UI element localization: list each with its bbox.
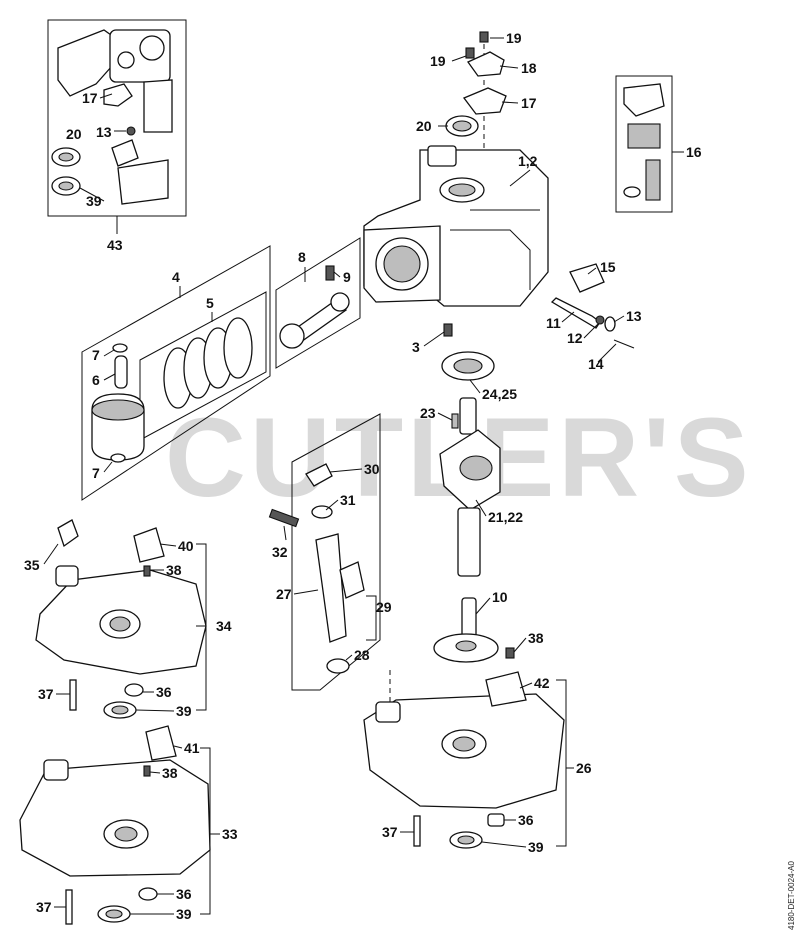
label-19-left: 19 — [430, 53, 446, 69]
label-37-mid: 37 — [382, 824, 398, 840]
label-43: 43 — [107, 237, 123, 253]
dipstick-tube-27 — [268, 413, 381, 691]
label-32: 32 — [272, 544, 288, 560]
label-16: 16 — [686, 144, 702, 160]
label-17-left: 17 — [82, 90, 98, 106]
label-4: 4 — [172, 269, 180, 285]
label-37-upper: 37 — [38, 686, 54, 702]
label-13-right: 13 — [626, 308, 642, 324]
label-31: 31 — [340, 492, 356, 508]
label-36-upper: 36 — [156, 684, 172, 700]
label-5: 5 — [206, 295, 214, 311]
label-39-top: 39 — [86, 193, 102, 209]
crankcase-cover-34 — [35, 519, 207, 719]
label-20-top: 20 — [416, 118, 432, 134]
label-38-lower: 38 — [162, 765, 178, 781]
label-17-top: 17 — [521, 95, 537, 111]
cylinder-block-1-2 — [363, 44, 549, 307]
label-26: 26 — [576, 760, 592, 776]
camshaft-10 — [433, 597, 515, 663]
label-7-bottom: 7 — [92, 465, 100, 481]
label-42: 42 — [534, 675, 550, 691]
label-38-mid: 38 — [528, 630, 544, 646]
label-18: 18 — [521, 60, 537, 76]
label-7-top: 7 — [92, 347, 100, 363]
parts-11-15 — [443, 263, 635, 349]
label-39-mid: 39 — [528, 839, 544, 855]
label-9: 9 — [343, 269, 351, 285]
label-3: 3 — [412, 339, 420, 355]
callout-labels: 19 19 18 17 20 1,2 17 13 20 39 43 16 4 8… — [24, 30, 702, 922]
label-33: 33 — [222, 826, 238, 842]
bearing-24-25 — [441, 351, 495, 381]
label-8: 8 — [298, 249, 306, 265]
label-24-25: 24,25 — [482, 386, 517, 402]
label-6: 6 — [92, 372, 100, 388]
label-35: 35 — [24, 557, 40, 573]
label-38-upper: 38 — [166, 562, 182, 578]
label-37-lower: 37 — [36, 899, 52, 915]
label-10: 10 — [492, 589, 508, 605]
label-41: 41 — [184, 740, 200, 756]
label-39-lower: 39 — [176, 906, 192, 922]
label-27: 27 — [276, 586, 292, 602]
label-12: 12 — [567, 330, 583, 346]
label-36-mid: 36 — [518, 812, 534, 828]
label-40: 40 — [178, 538, 194, 554]
piston-assembly-4 — [81, 245, 271, 501]
gasket-set-16 — [615, 75, 684, 213]
label-39-upper: 39 — [176, 703, 192, 719]
label-21-22: 21,22 — [488, 509, 523, 525]
label-20-left: 20 — [66, 126, 82, 142]
label-15: 15 — [600, 259, 616, 275]
label-23: 23 — [420, 405, 436, 421]
gasket-set-43 — [47, 19, 187, 234]
label-36-lower: 36 — [176, 886, 192, 902]
drawing-code: 4180-DET-0024-A0 — [787, 861, 796, 930]
label-28: 28 — [354, 647, 370, 663]
leader-lines — [43, 37, 625, 915]
label-1-2: 1,2 — [518, 153, 538, 169]
connecting-rod-8 — [275, 237, 361, 369]
parts-17-18-19-20-top — [445, 31, 507, 137]
label-34: 34 — [216, 618, 232, 634]
crankcase-cover-26 — [363, 670, 567, 849]
label-19-top: 19 — [506, 30, 522, 46]
label-11: 11 — [546, 315, 561, 331]
crankcase-cover-33 — [19, 725, 211, 925]
crankshaft-21-22 — [439, 397, 501, 577]
label-29: 29 — [376, 599, 392, 615]
label-30: 30 — [364, 461, 380, 477]
label-13-left: 13 — [96, 124, 112, 140]
